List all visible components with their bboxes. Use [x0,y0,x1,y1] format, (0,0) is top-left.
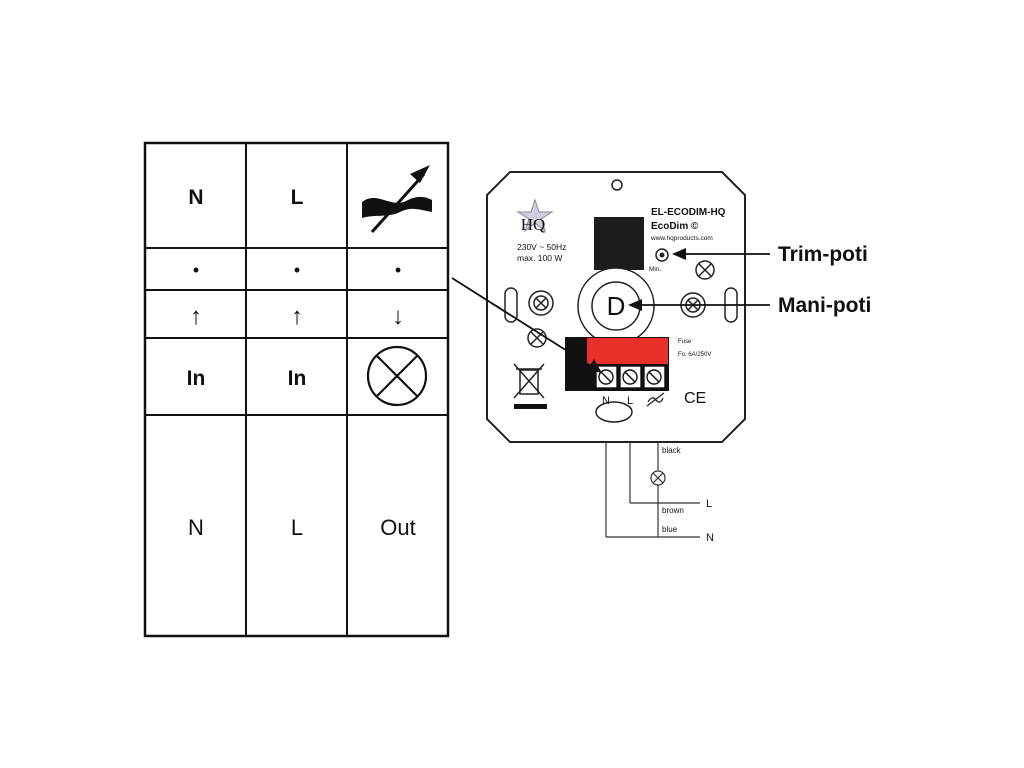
header-line: L [291,186,304,209]
dimmer-symbol-icon [362,165,432,234]
arrow-down-icon: ↓ [392,303,404,330]
supply-neutral-label: N [706,532,714,544]
role-neutral: In [187,367,206,390]
rating-voltage: 230V ~ 50Hz [517,242,566,252]
terminal-pointer-arrow [451,277,602,373]
fuse-label: Fuse [678,339,692,345]
main-pot-knob: D [577,267,655,345]
mount-slot [504,287,518,323]
wire-brown-label: brown [662,506,684,515]
terminal-table [143,141,450,638]
main-pot-label: Mani-poti [778,294,871,317]
model-label: EL-ECODIM-HQ [651,207,726,218]
dot-line: • [294,260,300,280]
dot-out: • [395,260,401,280]
mount-hole [611,179,623,191]
electronic-module [594,217,644,270]
ce-mark: CE [684,390,706,407]
header-neutral: N [188,186,203,209]
wire-blue-label: blue [662,525,678,534]
arrow-up-icon: ↑ [291,303,303,330]
rating-power: max. 100 W [517,253,562,263]
svg-text:D: D [607,291,626,321]
terminal-out: Out [380,515,415,540]
screw-icon [528,290,554,316]
hq-logo: HQ [516,198,554,234]
min-label: Min. [649,266,661,273]
svg-text:HQ: HQ [521,215,546,234]
main-pot-callout [628,299,770,311]
trim-pot-label: Trim-poti [778,243,868,266]
dimmer-device: HQ 230V ~ 50Hz max. 100 W EL-ECODIM-HQ E… [486,171,746,443]
terminal-screws [595,365,666,389]
product-name: EcoDim © [651,221,699,232]
wiring-lines [605,442,700,538]
weee-bin-icon [513,363,545,399]
screw-icon [695,260,715,280]
wire-black-label: black [662,446,682,455]
lamp-icon [366,345,428,407]
terminal-line: L [291,515,303,540]
trim-pot-callout [672,248,770,260]
table-frame [143,141,450,638]
supply-line-label: L [706,498,712,510]
mount-slot [595,401,633,423]
arrow-up-icon: ↑ [190,303,202,330]
terminal-label-l: L [627,395,633,407]
terminal-neutral: N [188,515,204,540]
fuse-spec: Fo, 6A/250V [678,352,711,358]
fuse-holder [587,338,668,364]
product-url: www.hqproducts.com [650,235,713,242]
terminal-label-n: N [602,395,610,407]
dot-neutral: • [193,260,199,280]
dimmer-output-symbol-icon [646,392,665,407]
weee-bar [514,404,547,409]
role-line: In [288,367,307,390]
trim-pot [655,248,669,262]
